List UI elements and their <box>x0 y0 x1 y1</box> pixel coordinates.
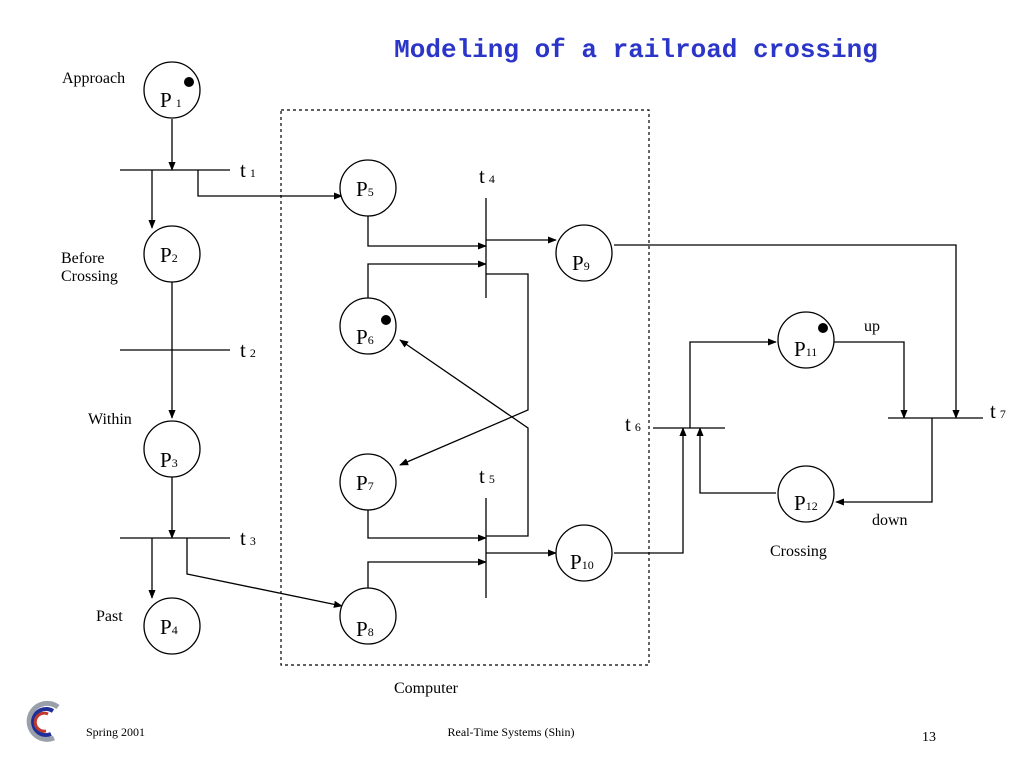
svg-text:t5: t5 <box>479 464 495 488</box>
place-p10-label: P10 <box>570 550 594 574</box>
past-label: Past <box>96 608 123 625</box>
place-p10: P10 <box>555 524 613 582</box>
svg-text:t1: t1 <box>240 158 256 182</box>
down-label: down <box>872 512 908 529</box>
place-p4-label: P4 <box>160 615 178 639</box>
arc-t1-p5 <box>197 170 343 200</box>
place-p8: P8 <box>339 587 397 645</box>
place-p5: P5 <box>339 159 397 217</box>
arc-p7-t5 <box>367 510 487 542</box>
place-p12: P12 <box>777 465 835 523</box>
arc-p6-t4 <box>367 260 487 298</box>
arc-t6-p11 <box>689 338 777 428</box>
arc-p10-t6 <box>614 427 687 554</box>
svg-text:t6: t6 <box>625 412 641 436</box>
token-p11 <box>818 323 828 333</box>
computer-label: Computer <box>394 680 459 697</box>
arc-t5-p6 <box>399 339 529 537</box>
arc-t7-p12 <box>835 418 933 506</box>
place-p4: P4 <box>143 597 201 655</box>
place-p7-label: P7 <box>356 471 374 495</box>
computer-box <box>280 109 650 666</box>
arc-p8-t5 <box>367 558 487 588</box>
token-p6 <box>381 315 391 325</box>
place-p6-label: P6 <box>356 325 374 349</box>
arc-p11-t7 <box>834 341 908 419</box>
svg-text:t2: t2 <box>240 338 256 362</box>
logo <box>26 700 60 742</box>
place-p5-label: P5 <box>356 177 374 201</box>
arc-t4-p7 <box>399 273 529 466</box>
token-p1 <box>184 77 194 87</box>
arc-t3-p8 <box>186 538 343 608</box>
place-p2: P2 <box>143 225 201 283</box>
place-p9-label: P9 <box>572 251 590 275</box>
footer-left: Spring 2001 <box>86 725 145 739</box>
before-crossing-label: Crossing <box>61 268 118 285</box>
before-label: Before <box>61 250 105 267</box>
svg-text:t4: t4 <box>479 164 495 188</box>
place-p8-label: P8 <box>356 617 374 641</box>
page-number: 13 <box>922 730 936 745</box>
within-label: Within <box>88 411 132 428</box>
place-p2-label: P2 <box>160 243 178 267</box>
svg-text:t3: t3 <box>240 526 256 550</box>
svg-text:t7: t7 <box>990 399 1006 423</box>
slide-title: Modeling of a railroad crossing <box>394 35 878 65</box>
up-label: up <box>864 318 880 335</box>
approach-label: Approach <box>62 70 125 87</box>
place-p12-label: P12 <box>794 491 818 515</box>
place-p7: P7 <box>339 453 397 511</box>
place-p11: P11 <box>777 311 835 369</box>
place-p3: P3 <box>143 420 201 478</box>
crossing-label: Crossing <box>770 543 827 560</box>
footer-center: Real-Time Systems (Shin) <box>448 725 575 739</box>
arc-p5-t4 <box>367 216 487 250</box>
place-p11-label: P11 <box>794 337 817 361</box>
place-p9: P9 <box>555 224 613 282</box>
place-p6: P6 <box>339 297 397 355</box>
arc-p9-t7 <box>614 244 960 419</box>
arc-p12-t6 <box>696 427 776 494</box>
place-p3-label: P3 <box>160 448 178 472</box>
